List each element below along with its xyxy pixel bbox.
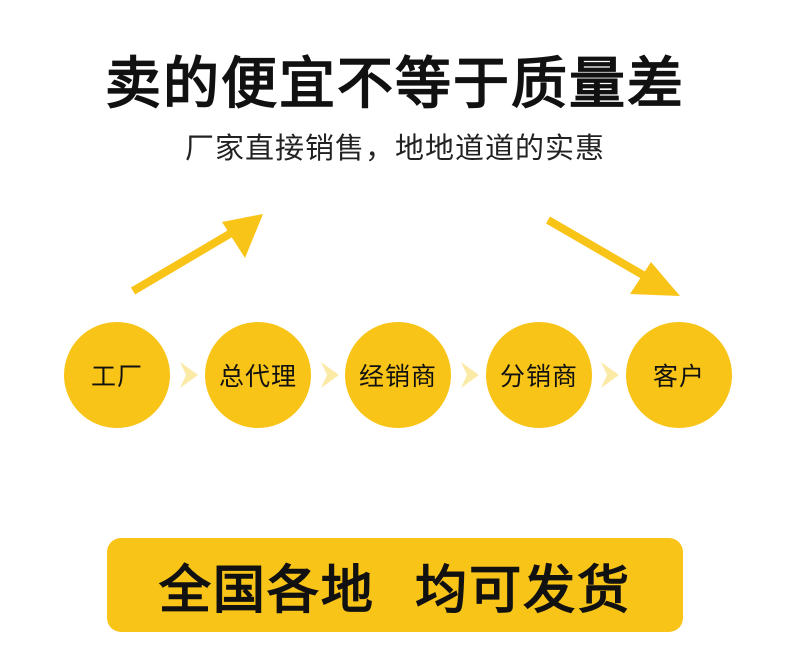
flow-node-label: 客户 — [652, 362, 705, 391]
flow-node-label: 工厂 — [90, 362, 143, 391]
flow-node-label: 经销商 — [358, 362, 437, 391]
shipping-banner-text: 全国各地 均可发货 — [158, 560, 632, 621]
chevron-right-icon — [601, 362, 619, 388]
flow-node-label: 总代理 — [218, 362, 297, 391]
arrow-up-right-icon — [130, 214, 263, 295]
flow-node-customer: 客户 — [626, 322, 732, 428]
chevron-right-icon — [461, 362, 479, 388]
flow-node-label: 分销商 — [499, 362, 578, 391]
chevron-right-icon — [180, 362, 198, 388]
flow-node-general-agent: 总代理 — [205, 322, 311, 428]
flow-node-distributor: 分销商 — [486, 322, 592, 428]
chevron-right-icon — [321, 362, 339, 388]
arrow-down-right-icon — [545, 216, 680, 296]
flow-node-factory: 工厂 — [64, 322, 170, 428]
page-subtitle: 厂家直接销售，地地道道的实惠 — [184, 131, 605, 165]
flow-node-dealer: 经销商 — [345, 322, 451, 428]
page-title: 卖的便宜不等于质量差 — [105, 52, 685, 117]
shipping-banner: 全国各地 均可发货 — [107, 538, 683, 632]
